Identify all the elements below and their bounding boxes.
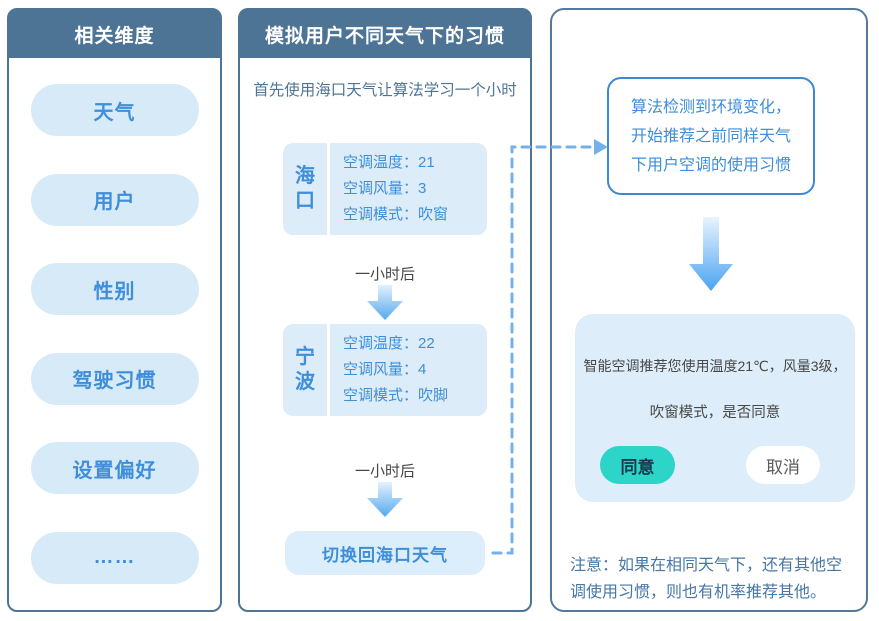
recommendation-panel: 算法检测到环境变化， 开始推荐之前同样天气 下用户空调的使用习惯 智能空调推荐您… [550, 8, 868, 612]
interval-label-2: 一小时后 [354, 463, 415, 480]
ningbo-city-cell: 宁波 [283, 324, 327, 416]
algorithm-detect-bubble: 算法检测到环境变化， 开始推荐之前同样天气 下用户空调的使用习惯 [607, 77, 815, 195]
related-dimensions-header: 相关维度 [9, 10, 220, 58]
ac-fan-row: 空调风量：4 [343, 361, 427, 378]
simulation-panel: 模拟用户不同天气下的习惯 首先使用海口天气让算法学习一个小时 海口 空调温度：2… [238, 8, 532, 612]
down-arrow-icon [367, 285, 403, 320]
simulation-intro-text: 首先使用海口天气让算法学习一个小时 [253, 82, 517, 99]
note-text: 注意：如果在相同天气下，还有其他空调使用习惯，则也有机率推荐其他。 [570, 557, 843, 601]
down-arrow-icon [367, 482, 403, 517]
ac-mode-row: 空调模式：吹窗 [343, 206, 449, 223]
related-dimensions-panel: 相关维度 天气 用户 性别 驾驶习惯 设置偏好 …… [7, 8, 222, 612]
interval-label-1: 一小时后 [354, 266, 415, 283]
dimension-pill-ellipsis: …… [30, 531, 199, 584]
smart-ac-recommendation-card: 智能空调推荐您使用温度21℃，风量3级， 吹窗模式，是否同意 同意 取消 [575, 314, 855, 502]
dimension-pill-driving-habit: 驾驶习惯 [30, 352, 199, 405]
bubble-line: 算法检测到环境变化， [630, 98, 791, 116]
switch-back-haikou-button[interactable]: 切换回海口天气 [285, 531, 485, 575]
ningbo-city-label: 宁波 [295, 346, 315, 393]
ac-temperature-row: 空调温度：21 [343, 154, 435, 171]
recommendation-text-line1: 智能空调推荐您使用温度21℃，风量3级， [583, 358, 847, 374]
cancel-button[interactable]: 取消 [746, 446, 820, 484]
dimension-pill-weather: 天气 [30, 84, 199, 136]
ac-fan-row: 空调风量：3 [343, 180, 427, 197]
dimension-pill-gender: 性别 [30, 263, 199, 316]
haikou-city-cell: 海口 [283, 143, 327, 235]
related-dimensions-list: 天气 用户 性别 驾驶习惯 设置偏好 …… [9, 58, 220, 608]
ac-mode-row: 空调模式：吹脚 [343, 387, 449, 404]
dimension-pill-user: 用户 [30, 173, 199, 226]
recommendation-text-line2: 吹窗模式，是否同意 [649, 405, 781, 421]
bubble-line: 开始推荐之前同样天气 [630, 127, 791, 145]
ningbo-settings: 空调温度：22 空调风量：4 空调模式：吹脚 [330, 324, 487, 416]
simulation-header: 模拟用户不同天气下的习惯 [240, 10, 530, 58]
agree-button[interactable]: 同意 [600, 446, 675, 484]
haikou-settings: 空调温度：21 空调风量：3 空调模式：吹窗 [330, 143, 487, 235]
down-arrow-icon [689, 217, 733, 291]
haikou-step-card: 海口 空调温度：21 空调风量：3 空调模式：吹窗 [283, 143, 487, 235]
ac-temperature-row: 空调温度：22 [343, 335, 435, 352]
dimension-pill-preference: 设置偏好 [30, 442, 199, 495]
bubble-line: 下用户空调的使用习惯 [630, 156, 791, 174]
ningbo-step-card: 宁波 空调温度：22 空调风量：4 空调模式：吹脚 [283, 324, 487, 416]
haikou-city-label: 海口 [295, 165, 315, 212]
